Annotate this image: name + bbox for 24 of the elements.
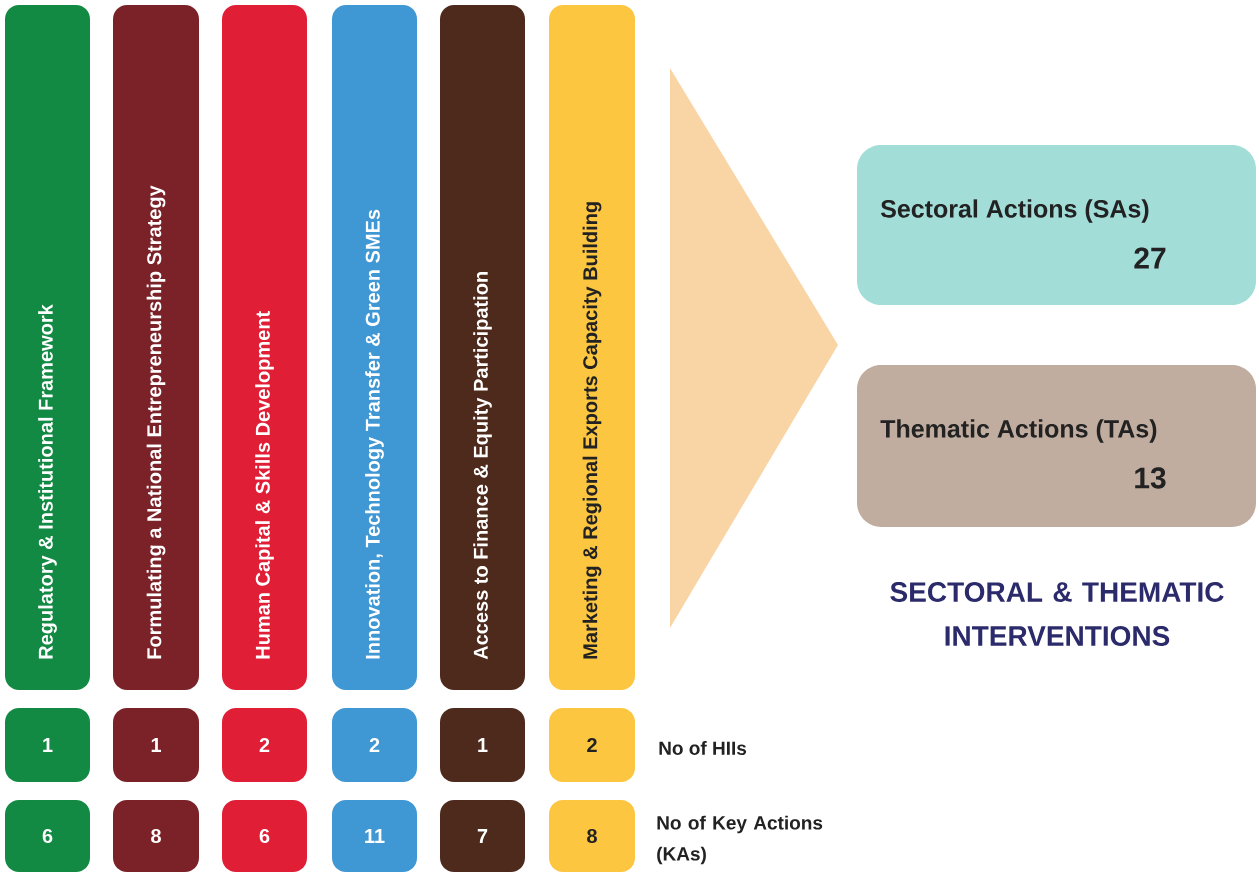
action-box: Thematic Actions (TAs) 13 (857, 365, 1256, 527)
row-label: No of HIIs (659, 741, 747, 755)
count-box: 2 (332, 708, 417, 782)
chevron (670, 68, 838, 628)
count-box: 6 (5, 800, 90, 872)
count-box: 8 (549, 800, 635, 872)
heading: SECTORAL & THEMATIC INTERVENTIONS (890, 582, 1224, 646)
pillar-bar: Innovation, Technology Transfer & Green SMEs (332, 5, 417, 690)
count-box: 2 (222, 708, 307, 782)
pillar-bar: Formulating a National Entrepreneurship Strategy (113, 5, 199, 690)
count-box: 11 (332, 800, 417, 872)
count-box: 6 (222, 800, 307, 872)
count-box: 7 (440, 800, 525, 872)
count-box: 2 (549, 708, 635, 782)
row-label: No of Key Actions (KAs) (657, 815, 823, 865)
pillar-bar: Regulatory & Institutional Framework (5, 5, 90, 690)
count-box: 1 (113, 708, 199, 782)
count-box: 8 (113, 800, 199, 872)
count-box: 1 (5, 708, 90, 782)
count-box: 1 (440, 708, 525, 782)
pillar-bar: Human Capital & Skills Development (222, 5, 307, 690)
pillar-bar: Marketing & Regional Exports Capacity Building (549, 5, 635, 690)
action-box: Sectoral Actions (SAs) 27 (857, 145, 1256, 305)
pillar-bar: Access to Finance & Equity Participation (440, 5, 525, 690)
